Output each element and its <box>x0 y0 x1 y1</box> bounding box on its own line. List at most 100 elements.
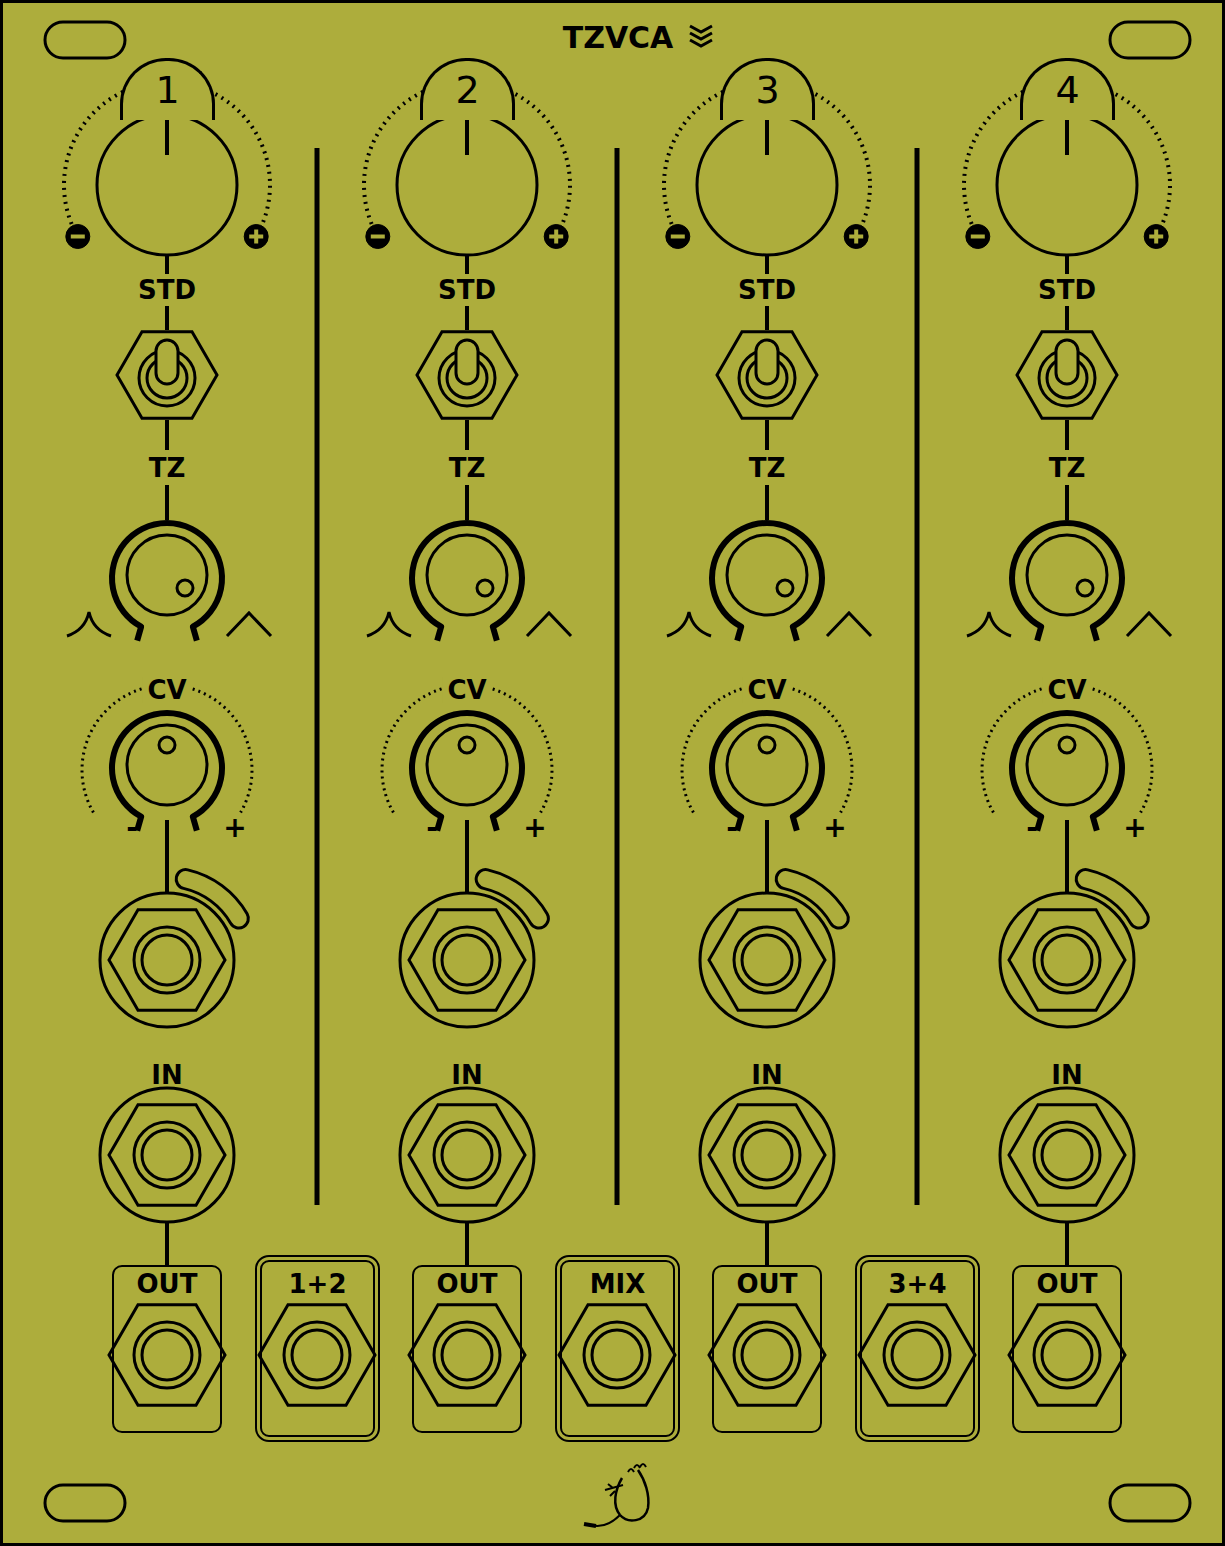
panel-line <box>671 235 685 239</box>
mode-label: STD <box>738 277 796 303</box>
panel-path <box>417 332 517 419</box>
panel-path <box>690 26 712 32</box>
polarity-sign: + <box>823 814 846 842</box>
panel-path <box>382 685 552 813</box>
panel-circle <box>244 225 268 249</box>
channel-number: 1 <box>155 71 179 109</box>
knob-label: CV <box>442 677 491 703</box>
panel-circle <box>734 1322 800 1388</box>
toggle-lever <box>156 340 178 384</box>
panel-path <box>709 1105 825 1205</box>
panel-path <box>859 1305 975 1405</box>
polarity-sign: + <box>523 814 546 842</box>
panel-path <box>967 612 1011 636</box>
panel-line <box>1065 485 1069 520</box>
panel-path <box>1017 332 1117 419</box>
panel-path <box>109 910 225 1010</box>
panel-circle <box>477 580 493 596</box>
panel-circle <box>142 1130 192 1180</box>
panel-path <box>227 613 271 636</box>
panel-circle <box>159 737 175 753</box>
panel-line <box>1065 420 1069 450</box>
mode-label: TZ <box>1049 455 1086 481</box>
panel-line <box>254 230 258 244</box>
panel-circle <box>134 927 200 993</box>
panel-circle <box>734 1122 800 1188</box>
panel-line <box>554 230 558 244</box>
panel-path <box>409 1305 525 1405</box>
panel-path <box>109 1305 225 1405</box>
panel-line <box>915 148 920 1205</box>
knob-label: CV <box>142 677 191 703</box>
panel-circle <box>292 1330 342 1380</box>
panel-path <box>412 713 522 831</box>
panel-circle <box>142 935 192 985</box>
panel-circle <box>759 737 775 753</box>
panel-circle <box>97 115 237 255</box>
panel-line <box>465 820 469 893</box>
mode-label: STD <box>138 277 196 303</box>
panel-circle <box>1042 935 1092 985</box>
mix-box: MIX <box>555 1255 680 1442</box>
panel-line <box>1065 118 1069 155</box>
panel-line <box>584 1524 596 1526</box>
panel-circle <box>727 535 807 615</box>
knob-label: CV <box>1042 677 1091 703</box>
panel-circle <box>427 535 507 615</box>
panel-circle <box>544 225 568 249</box>
panel-path <box>709 910 825 1010</box>
mix-box: 1+2 <box>255 1255 380 1442</box>
panel-circle <box>1034 927 1100 993</box>
panel-circle <box>434 1122 500 1188</box>
mode-label: TZ <box>449 455 486 481</box>
panel-path <box>628 1464 646 1472</box>
panel-line <box>465 485 469 520</box>
panel-path <box>982 685 1152 812</box>
panel-circle <box>1034 1122 1100 1188</box>
panel-circle <box>427 725 507 805</box>
jack-label: IN <box>751 1062 782 1088</box>
panel-circle <box>442 1130 492 1180</box>
panel-line <box>1065 255 1069 274</box>
panel-circle <box>127 535 207 615</box>
panel-circle <box>742 935 792 985</box>
output-box: OUT <box>112 1265 222 1433</box>
panel-line <box>765 255 769 274</box>
jack-label: 1+2 <box>289 1271 347 1297</box>
panel-line <box>765 1222 769 1265</box>
panel-line <box>765 420 769 450</box>
jack-label: OUT <box>137 1271 198 1297</box>
mounting-hole <box>45 1485 125 1521</box>
panel-path <box>367 612 411 636</box>
panel-circle <box>434 1322 500 1388</box>
panel-circle <box>400 893 534 1027</box>
panel-circle <box>1027 535 1107 615</box>
panel-circle <box>442 1330 492 1380</box>
mode-label: TZ <box>149 455 186 481</box>
panel-circle <box>777 580 793 596</box>
panel-circle <box>1144 225 1168 249</box>
panel-line <box>1154 230 1158 244</box>
panel-path <box>1009 910 1125 1010</box>
panel-circle <box>442 935 492 985</box>
panel-path <box>682 685 852 813</box>
panel-circle <box>884 1322 950 1388</box>
panel-circle <box>1000 893 1134 1027</box>
jack-label: IN <box>451 1062 482 1088</box>
panel-circle <box>584 1322 650 1388</box>
panel-line <box>165 420 169 450</box>
panel-circle <box>100 1088 234 1222</box>
panel-path <box>827 613 871 636</box>
panel-line <box>165 306 169 330</box>
panel-circle <box>366 225 390 249</box>
jack-label: OUT <box>737 1271 798 1297</box>
panel-circle <box>734 927 800 993</box>
panel-circle <box>434 927 500 993</box>
toggle-lever <box>756 340 778 384</box>
polarity-sign: - <box>1026 814 1038 842</box>
panel-line <box>465 255 469 274</box>
panel-circle <box>177 580 193 596</box>
panel-path <box>690 40 712 46</box>
knob-label: CV <box>742 677 791 703</box>
channel-number: 4 <box>1055 71 1079 109</box>
